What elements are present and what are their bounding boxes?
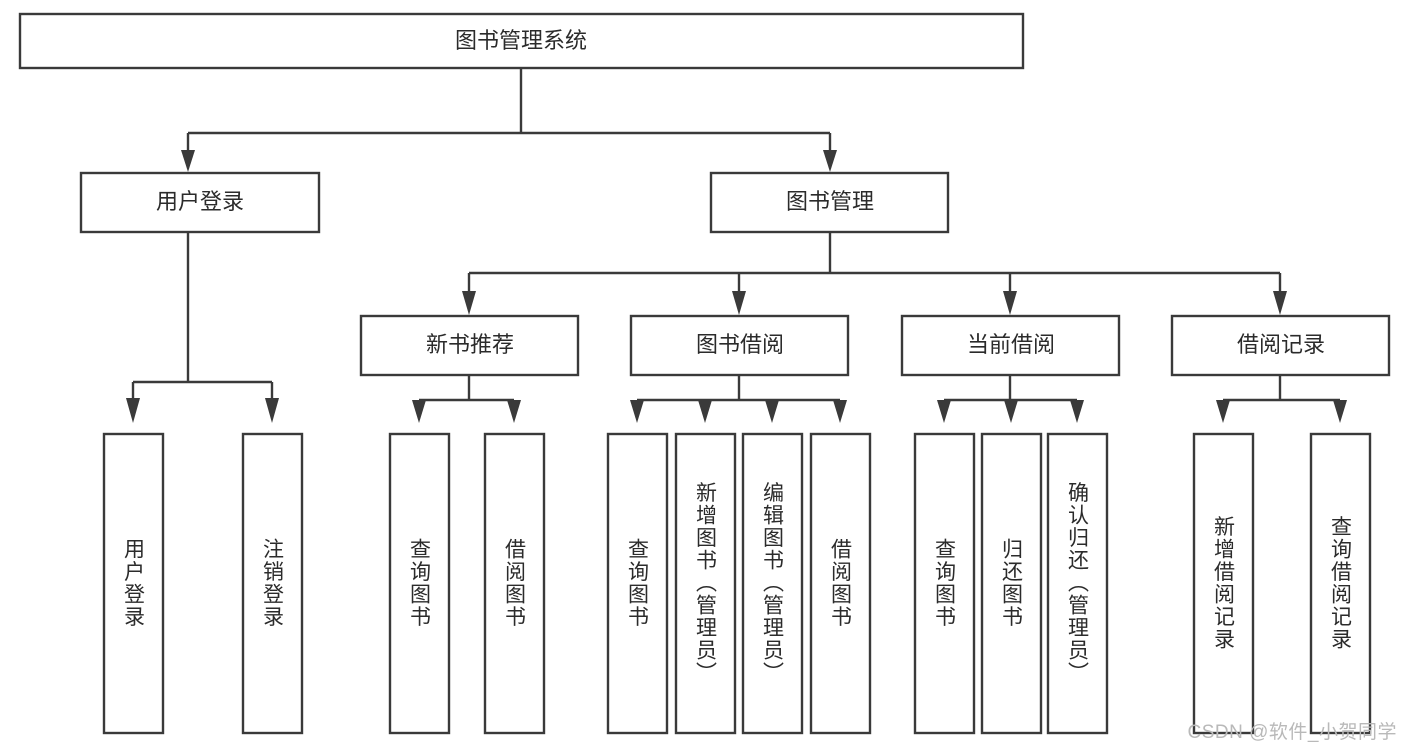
node-newbook-label: 新书推荐 (426, 332, 514, 357)
node-root-box[interactable] (18, 12, 1025, 70)
leaf-borrow-add-box[interactable] (674, 432, 737, 735)
leaf-newbook-query-box[interactable] (388, 432, 451, 735)
leaf-records-add-label: 新增借阅记录 (1212, 516, 1236, 651)
node-bookmgmt[interactable]: 图书管理 (709, 171, 950, 234)
leaf-borrow-lend-label: 借阅图书 (829, 538, 853, 628)
arrow-head-newbook-leaf-1 (412, 400, 426, 423)
node-bookmgmt-box[interactable] (709, 171, 950, 234)
connectors-newbook-to-leaves (412, 375, 521, 423)
leaf-current-query-box[interactable] (913, 432, 976, 735)
leaf-login-in-label: 用户登录 (122, 538, 146, 628)
leaf-borrow-edit-box[interactable] (741, 432, 804, 735)
arrow-head-borrow (732, 291, 746, 315)
leaf-borrow-add-label: 新增图书（管理员） (694, 482, 718, 685)
connectors-records-to-leaves (1216, 375, 1347, 423)
leaf-borrow-add[interactable]: 新增图书（管理员） (674, 432, 737, 735)
node-newbook[interactable]: 新书推荐 (359, 314, 580, 377)
leaf-login-out-box[interactable] (241, 432, 304, 735)
leaf-login-out[interactable]: 注销登录 (241, 432, 304, 735)
leaf-current-query[interactable]: 查询图书 (913, 432, 976, 735)
connectors-current-to-leaves (937, 375, 1084, 423)
arrow-head-borrow-leaf-1 (630, 400, 644, 423)
leaf-borrow-edit-label: 编辑图书（管理员） (761, 482, 785, 685)
leaf-borrow-query-box[interactable] (606, 432, 669, 735)
node-borrow[interactable]: 图书借阅 (629, 314, 850, 377)
leaf-current-confirm-box[interactable] (1046, 432, 1109, 735)
connectors-login-to-leaves (126, 232, 279, 423)
node-borrow-label: 图书借阅 (696, 332, 784, 357)
leaf-records-add-box[interactable] (1192, 432, 1255, 735)
arrow-head-current-leaf-3 (1070, 400, 1084, 423)
arrow-head-login (181, 150, 195, 172)
arrow-head-current-leaf-1 (937, 400, 951, 423)
csdn-watermark: CSDN @软件_小贺同学 (1187, 722, 1397, 743)
node-current-box[interactable] (900, 314, 1121, 377)
leaf-current-return-box[interactable] (980, 432, 1043, 735)
arrow-head-borrow-leaf-4 (833, 400, 847, 423)
leaf-newbook-borrow-label: 借阅图书 (503, 538, 527, 628)
leaf-borrow-edit[interactable]: 编辑图书（管理员） (741, 432, 804, 735)
node-bookmgmt-label: 图书管理 (786, 189, 874, 214)
leaf-records-query-box[interactable] (1309, 432, 1372, 735)
leaf-records-query-label: 查询借阅记录 (1329, 516, 1353, 651)
node-login[interactable]: 用户登录 (79, 171, 321, 234)
arrow-head-records (1273, 291, 1287, 315)
node-login-box[interactable] (79, 171, 321, 234)
leaf-current-query-label: 查询图书 (933, 538, 957, 628)
node-login-label: 用户登录 (156, 189, 244, 214)
leaf-login-in-box[interactable] (102, 432, 165, 735)
leaf-newbook-borrow[interactable]: 借阅图书 (483, 432, 546, 735)
node-records-box[interactable] (1170, 314, 1391, 377)
arrow-head-records-leaf-1 (1216, 400, 1230, 423)
leaf-newbook-query-label: 查询图书 (408, 538, 432, 628)
leaf-current-confirm[interactable]: 确认归还（管理员） (1046, 432, 1109, 735)
node-current[interactable]: 当前借阅 (900, 314, 1121, 377)
arrow-head-records-leaf-2 (1333, 400, 1347, 423)
leaf-current-confirm-label: 确认归还（管理员） (1066, 482, 1090, 685)
connectors-borrow-to-leaves (630, 375, 847, 423)
leaf-borrow-query-label: 查询图书 (626, 538, 650, 628)
arrow-head-login-leaf-1 (126, 398, 140, 423)
leaf-login-in[interactable]: 用户登录 (102, 432, 165, 735)
arrow-head-borrow-leaf-3 (765, 400, 779, 423)
connectors-root-to-level1 (181, 68, 837, 172)
node-records[interactable]: 借阅记录 (1170, 314, 1391, 377)
arrow-head-login-leaf-2 (265, 398, 279, 423)
leaf-newbook-borrow-box[interactable] (483, 432, 546, 735)
arrow-head-current-leaf-2 (1004, 400, 1018, 423)
node-current-label: 当前借阅 (967, 332, 1055, 357)
node-root[interactable]: 图书管理系统 (18, 12, 1025, 70)
leaf-login-out-label: 注销登录 (261, 538, 285, 628)
node-newbook-box[interactable] (359, 314, 580, 377)
leaf-newbook-query[interactable]: 查询图书 (388, 432, 451, 735)
leaf-current-return[interactable]: 归还图书 (980, 432, 1043, 735)
node-records-label: 借阅记录 (1237, 332, 1325, 357)
leaf-current-return-label: 归还图书 (1000, 538, 1024, 628)
arrow-head-newbook (462, 291, 476, 315)
arrow-head-newbook-leaf-2 (507, 400, 521, 423)
connectors-bookmgmt-to-level2 (462, 232, 1287, 315)
leaf-records-query[interactable]: 查询借阅记录 (1309, 432, 1372, 735)
arrow-head-bookmgmt (823, 150, 837, 172)
node-root-label: 图书管理系统 (455, 28, 587, 53)
leaf-borrow-lend-box[interactable] (809, 432, 872, 735)
node-borrow-box[interactable] (629, 314, 850, 377)
leaf-records-add[interactable]: 新增借阅记录 (1192, 432, 1255, 735)
arrow-head-borrow-leaf-2 (698, 400, 712, 423)
leaf-borrow-query[interactable]: 查询图书 (606, 432, 669, 735)
arrow-head-current (1003, 291, 1017, 315)
leaf-borrow-lend[interactable]: 借阅图书 (809, 432, 872, 735)
